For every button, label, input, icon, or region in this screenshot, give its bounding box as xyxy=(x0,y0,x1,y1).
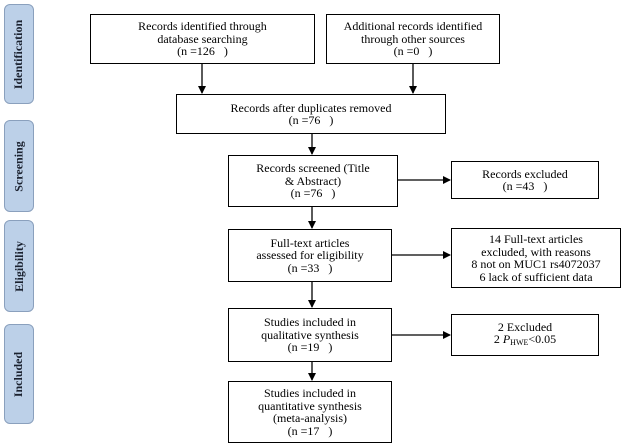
box-records-excluded-count: (n =43 ) xyxy=(502,179,548,193)
box-other-sources-line1: Additional records identified xyxy=(343,19,483,34)
box-records-screened-line2: & Abstract) xyxy=(284,173,342,188)
box-quantitative-synthesis: Studies included in quantitative synthes… xyxy=(228,381,392,443)
phase-eligibility: Eligibility xyxy=(4,220,34,312)
phase-included: Included xyxy=(4,324,34,424)
box-records-screened: Records screened (Title & Abstract) (n =… xyxy=(228,155,398,207)
box-hwe-excluded-line2: 2 PHWE<0.05 xyxy=(494,333,556,350)
box-quantitative-synthesis-count: (n =17 ) xyxy=(287,423,333,438)
hwe-prefix: 2 xyxy=(493,332,503,346)
box-database-searching: Records identified through database sear… xyxy=(90,14,315,64)
phase-screening: Screening xyxy=(4,120,34,212)
box-quantitative-synthesis-line1: Studies included in xyxy=(264,386,356,400)
box-records-screened-line1: Records screened (Title xyxy=(256,161,370,176)
box-other-sources-count: (n =0 ) xyxy=(393,44,433,59)
box-after-duplicates-count: (n =76 ) xyxy=(288,113,334,127)
box-after-duplicates-line1: Records after duplicates removed xyxy=(230,100,392,115)
box-qualitative-synthesis-count: (n =19 ) xyxy=(287,340,333,355)
box-quantitative-synthesis-line3: (meta-analysis) xyxy=(273,411,347,425)
box-fulltext-excluded-line1: 14 Full-text articles xyxy=(489,232,583,246)
box-after-duplicates: Records after duplicates removed (n =76 … xyxy=(176,94,446,134)
box-qualitative-synthesis-line2: qualitative synthesis xyxy=(261,327,359,342)
box-fulltext-assessed-line2: assessed for eligibility xyxy=(256,248,364,263)
box-qualitative-synthesis: Studies included in qualitative synthesi… xyxy=(228,308,392,362)
box-fulltext-excluded-line4: 6 lack of sufficient data xyxy=(479,269,593,284)
box-fulltext-assessed-line1: Full-text articles xyxy=(270,235,350,250)
box-qualitative-synthesis-line1: Studies included in xyxy=(264,315,356,330)
box-database-searching-line2: database searching xyxy=(157,31,248,46)
box-hwe-excluded-line1: 2 Excluded xyxy=(497,319,553,334)
box-fulltext-assessed-count: (n =33 ) xyxy=(287,260,333,275)
phase-identification: Identification xyxy=(4,4,34,104)
hwe-threshold: <0.05 xyxy=(528,332,557,346)
box-fulltext-excluded-line3: 8 not on MUC1 rs4072037 xyxy=(471,257,601,271)
box-records-excluded-line1: Records excluded xyxy=(482,166,568,181)
box-fulltext-assessed: Full-text articles assessed for eligibil… xyxy=(228,229,392,282)
box-hwe-excluded: 2 Excluded 2 PHWE<0.05 xyxy=(451,314,599,356)
box-quantitative-synthesis-line2: quantitative synthesis xyxy=(258,398,362,413)
box-other-sources: Additional records identified through ot… xyxy=(326,14,500,64)
box-database-searching-line1: Records identified through xyxy=(138,19,267,34)
box-records-excluded: Records excluded (n =43 ) xyxy=(451,161,599,199)
box-records-screened-count: (n =76 ) xyxy=(290,186,336,201)
box-other-sources-line2: through other sources xyxy=(361,31,465,46)
hwe-p-symbol: P xyxy=(502,332,511,346)
box-fulltext-excluded: 14 Full-text articles excluded, with rea… xyxy=(451,228,621,288)
hwe-subscript: HWE xyxy=(510,338,529,347)
box-database-searching-count: (n =126 ) xyxy=(177,44,228,59)
box-fulltext-excluded-line2: excluded, with reasons xyxy=(481,244,591,259)
